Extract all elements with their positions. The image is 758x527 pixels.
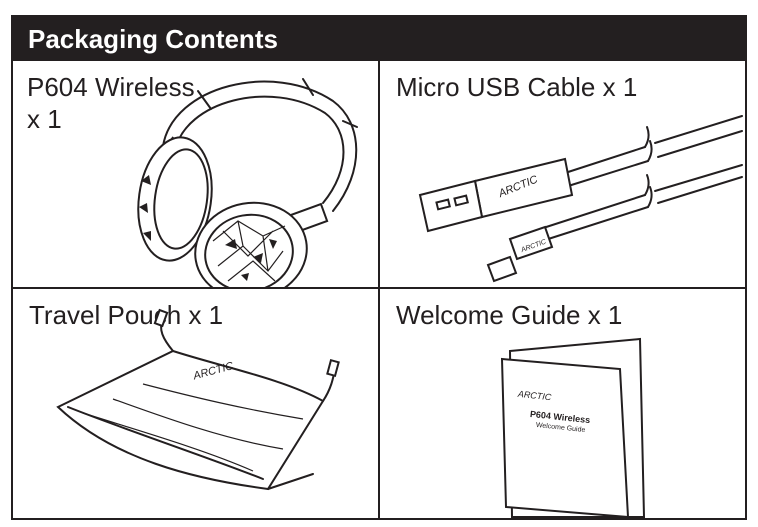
cell-welcome-guide: Welcome Guide x 1 ARCTIC P604 Wireless W… (380, 289, 745, 518)
welcome-guide-label: Welcome Guide x 1 (396, 300, 623, 330)
pouch-illustration: ARCTIC (56, 308, 340, 491)
cell-travel-pouch: Travel Pouch x 1 ARCTIC (13, 289, 380, 518)
travel-pouch-label: Travel Pouch x 1 (29, 300, 224, 330)
packaging-contents-table: Packaging Contents P604 Wireless x 1 (11, 15, 747, 520)
table-header: Packaging Contents (13, 17, 745, 61)
welcome-guide-illustration: ARCTIC P604 Wireless Welcome Guide (500, 337, 646, 518)
cell-headphones: P604 Wireless x 1 (13, 61, 380, 289)
headphones-quantity: x 1 (27, 104, 62, 134)
headphones-illustration (137, 78, 358, 287)
headphones-name: P604 Wireless (27, 72, 195, 102)
usb-cable-label: Micro USB Cable x 1 (396, 72, 638, 102)
guide-logo: ARCTIC (516, 389, 552, 403)
cell-usb-cable: Micro USB Cable x 1 ARCTIC ARCTIC (380, 61, 745, 289)
headphones-label: P604 Wireless x 1 (27, 71, 227, 135)
usb-cable-illustration: ARCTIC ARCTIC (418, 115, 743, 283)
